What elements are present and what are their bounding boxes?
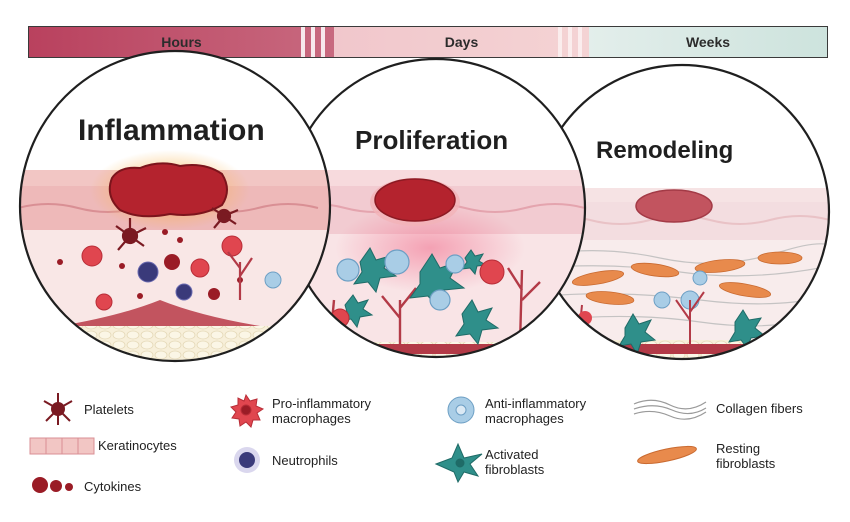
activated-fibroblast-legend-icon	[434, 442, 483, 484]
timeline-weeks: Weeks	[589, 27, 827, 57]
neutrophil-legend-icon	[234, 447, 260, 473]
legend-resting-fibroblasts-line1: Resting	[716, 441, 761, 456]
timeline-hours-label: Hours	[161, 34, 202, 50]
legend-pro-inflammatory: Pro-inflammatory macrophages	[272, 396, 371, 426]
cytokines-legend-icon	[32, 477, 73, 493]
keratinocytes-legend-icon	[29, 437, 95, 455]
pro-inflammatory-macrophage-legend-icon	[230, 393, 265, 428]
legend-anti-inflammatory: Anti-inflammatory macrophages	[485, 396, 586, 426]
legend-activated-fibroblasts: Activated fibroblasts	[485, 447, 544, 477]
timeline-weeks-label: Weeks	[685, 34, 731, 50]
timeline-days-label: Days	[444, 34, 479, 50]
timeline-bar: Hours Days Weeks	[28, 26, 828, 58]
inflammation-phase-panel	[18, 49, 332, 363]
resting-fibroblast-legend-icon	[637, 445, 697, 465]
legend-activated-fibroblasts-line2: fibroblasts	[485, 462, 545, 477]
timeline-days: Days	[334, 27, 589, 57]
legend-pro-inflammatory-line2: macrophages	[272, 411, 351, 426]
legend-cytokines: Cytokines	[84, 479, 142, 494]
legend-collagen-fibers: Collagen fibers	[716, 401, 803, 416]
legend-resting-fibroblasts: Resting fibroblasts	[716, 441, 775, 471]
legend-anti-inflammatory-line2: macrophages	[485, 411, 564, 426]
legend-keratinocytes: Keratinocytes	[98, 438, 177, 453]
legend-platelets: Platelets	[84, 402, 134, 417]
remodeling-title: Remodeling	[596, 137, 734, 164]
proliferation-title: Proliferation	[355, 125, 509, 155]
legend-resting-fibroblasts-line2: fibroblasts	[716, 456, 776, 471]
legend-activated-fibroblasts-line1: Activated	[485, 447, 539, 462]
legend-anti-inflammatory-line1: Anti-inflammatory	[485, 396, 587, 411]
legend-neutrophils: Neutrophils	[272, 453, 338, 468]
inflammation-title: Inflammation	[78, 114, 265, 147]
platelet-legend-icon	[43, 393, 73, 425]
legend-pro-inflammatory-line1: Pro-inflammatory	[272, 396, 371, 411]
proliferation-phase-panel	[285, 57, 587, 359]
collagen-fibers-legend-icon	[633, 399, 707, 420]
anti-inflammatory-macrophage-legend-icon	[447, 396, 475, 424]
